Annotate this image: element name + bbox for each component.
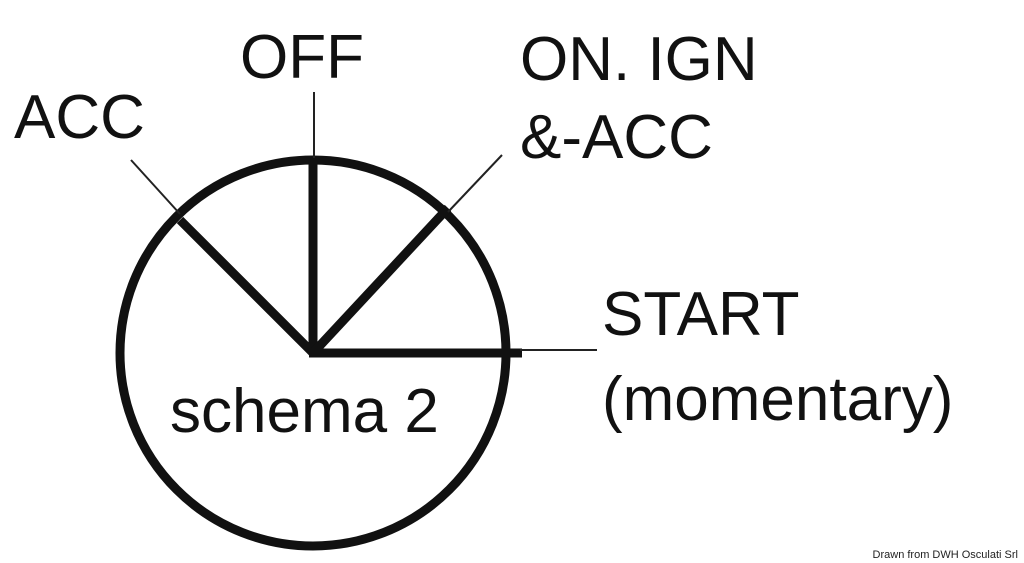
leader-on [447, 154, 503, 213]
label-on-line2: &-ACC [520, 103, 713, 172]
leader-acc [130, 159, 181, 215]
leader-lines [130, 92, 597, 351]
center-label: schema 2 [170, 377, 439, 446]
pointer-acc [176, 216, 317, 357]
label-off: OFF [240, 23, 364, 92]
position-pointers [176, 158, 522, 358]
pointer-on [309, 204, 452, 357]
credit-text: Drawn from DWH Osculati Srl [873, 549, 1018, 561]
label-on-line1: ON. IGN [520, 25, 758, 94]
label-acc: ACC [14, 83, 145, 152]
label-start-line2: (momentary) [602, 365, 953, 434]
label-start-line1: START [602, 280, 800, 349]
